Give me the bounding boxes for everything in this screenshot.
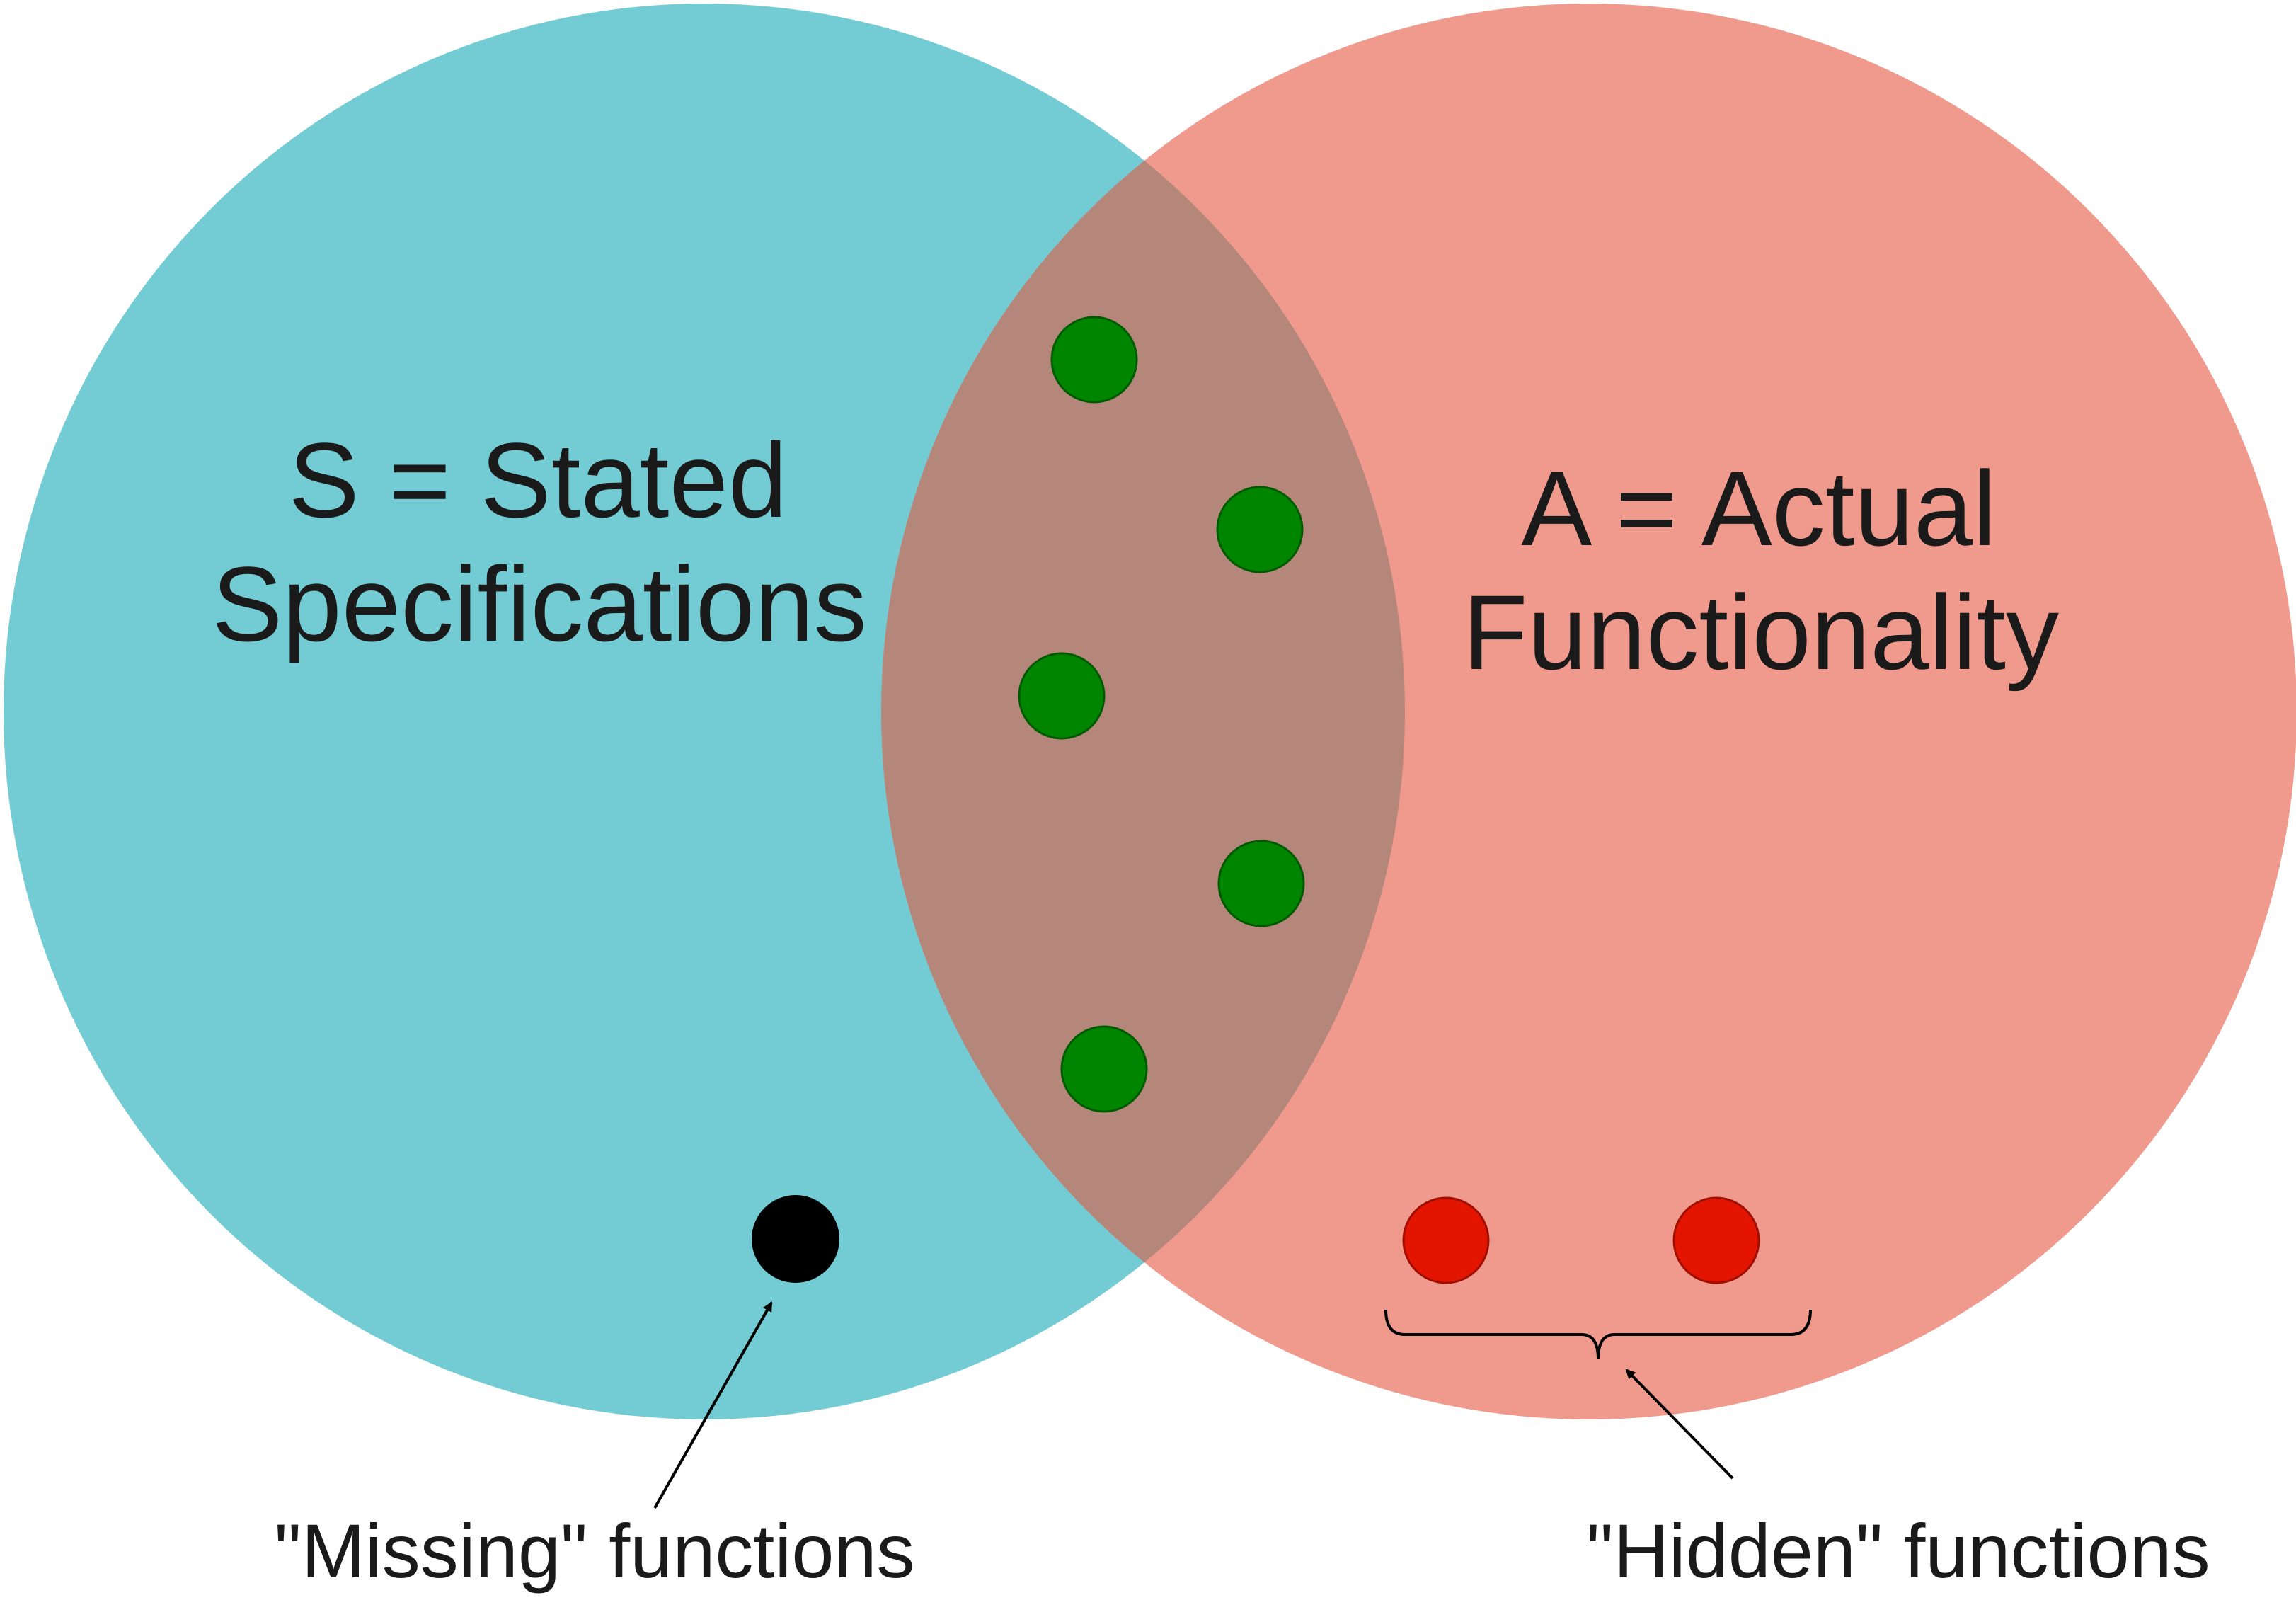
set-a-label-line2: Functionality [1463,573,2059,692]
hidden-functions-label: "Hidden" functions [1586,1508,2210,1594]
hidden-arrow [1625,1369,1734,1480]
missing-arrow [653,1301,773,1509]
set-a-label-line1: A = Actual [1521,449,1996,568]
intersection-region [881,4,1405,1419]
missing-function-dot [752,1195,839,1283]
missing-functions-label: "Missing" functions [274,1508,914,1594]
intersection-dot [1216,486,1304,573]
hidden-function-dot [1402,1196,1490,1284]
intersection-dot [1217,840,1305,927]
hidden-function-dot [1672,1196,1760,1284]
intersection-dot [1060,1025,1148,1113]
hidden-functions-brace [1384,1309,1812,1360]
set-s-label-line1: S = Stated [289,421,788,539]
intersection-dot [1018,652,1106,740]
intersection-dot [1050,316,1138,404]
set-s-label-line2: Specifications [212,544,867,663]
